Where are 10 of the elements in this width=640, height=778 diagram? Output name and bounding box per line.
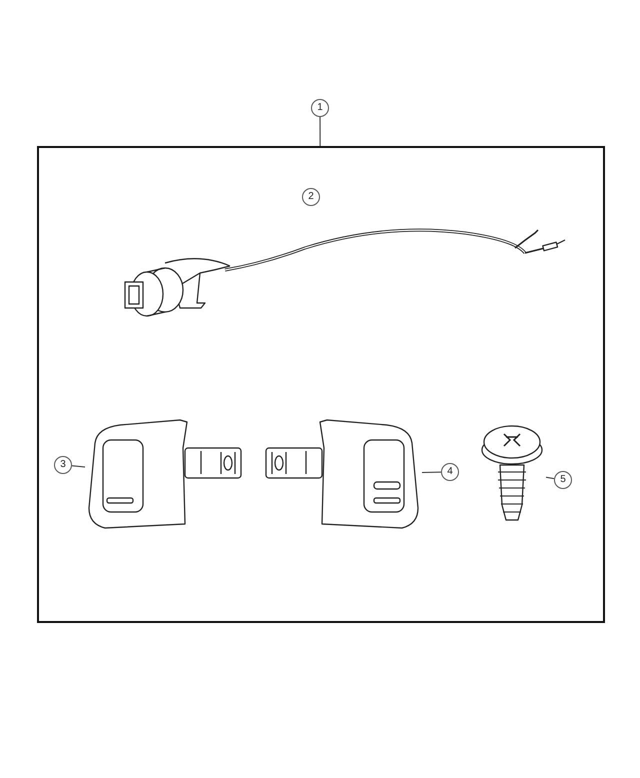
callout-number: 2: [302, 188, 320, 206]
callout-number: 4: [441, 463, 459, 481]
callout-number: 1: [311, 99, 329, 117]
callout-number: 5: [554, 471, 572, 489]
frame-border: [37, 146, 605, 623]
callout-number: 3: [54, 456, 72, 474]
leader-line: [546, 476, 555, 480]
leader-line: [422, 472, 442, 473]
leader-line: [320, 116, 321, 146]
leader-line: [71, 465, 86, 468]
